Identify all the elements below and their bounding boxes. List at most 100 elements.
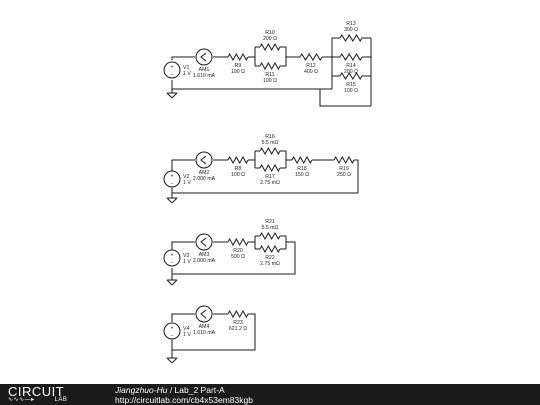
r8-value-label: 100 Ω — [231, 172, 245, 178]
r10-resistor — [259, 42, 281, 52]
r18-value-label: 150 Ω — [295, 172, 309, 178]
circuitlab-logo[interactable]: CIRCUIT — [8, 384, 65, 399]
v3-name-label: V3 — [183, 253, 189, 259]
ground-icon — [171, 279, 178, 286]
r19-name-label: R19 — [339, 166, 349, 172]
r23-value-label: 621.2 Ω — [229, 326, 247, 332]
r13-resistor — [339, 34, 363, 42]
v1-minus-icon: − — [170, 73, 173, 79]
r12-value-label: 400 Ω — [304, 69, 318, 75]
r20-value-label: 500 Ω — [231, 254, 245, 260]
r20-name-label: R20 — [233, 248, 243, 254]
ammeter-arrow-icon — [200, 52, 207, 62]
wire — [171, 159, 195, 171]
r17-name-label: R17 — [265, 174, 275, 180]
r23-resistor — [227, 309, 249, 319]
circuit-url[interactable]: http://circuitlab.com/cb4x53em83kgb — [115, 395, 253, 405]
am2-value-label: 2.000 mA — [193, 176, 216, 182]
wire — [172, 159, 359, 194]
v1-voltage-source — [163, 61, 181, 79]
ammeter-arrow-icon — [200, 237, 207, 247]
r11-name-label: R11 — [265, 72, 274, 78]
r21-resistor — [259, 231, 281, 241]
am4-name-label: AM4 — [199, 324, 210, 330]
am3-name-label: AM3 — [199, 252, 210, 258]
components: +−+−+−+− — [163, 34, 363, 364]
r11-value-label: 100 Ω — [263, 78, 277, 84]
ammeter-arrow-icon — [200, 309, 207, 319]
am1-ammeter — [195, 48, 213, 66]
ground-icon — [166, 279, 173, 286]
r21-name-label: R21 — [265, 219, 275, 225]
author-link[interactable]: Jiangzhuo-Hu — [115, 385, 168, 395]
wire — [172, 241, 296, 275]
r10-value-label: 200 Ω — [263, 36, 277, 42]
r16-name-label: R16 — [265, 134, 275, 140]
ammeter-arrow-icon — [200, 155, 207, 165]
r8-name-label: R8 — [235, 166, 242, 172]
r17-value-label: 2.75 mΩ — [260, 180, 280, 186]
v4-name-label: V4 — [183, 326, 189, 332]
v2-name-label: V2 — [183, 174, 189, 180]
r15-value-label: 100 Ω — [344, 88, 358, 94]
r16-value-label: 5.5 mΩ — [262, 140, 279, 146]
wire — [171, 313, 195, 322]
r18-resistor — [291, 155, 313, 165]
r19-resistor — [333, 155, 355, 165]
v2-voltage-source — [163, 170, 181, 188]
am2-ammeter — [195, 151, 213, 169]
logo-lab-text: LAB — [54, 397, 68, 403]
r14-resistor — [339, 53, 363, 61]
footer-bar: CIRCUIT ∿∿∿—▸ LAB Jiangzhuo-Hu / Lab_2 Pa… — [0, 384, 540, 405]
v2-value-label: 1 V — [183, 180, 191, 186]
am4-value-label: 1.610 mA — [193, 330, 216, 336]
r11-resistor — [259, 61, 281, 71]
r20-resistor — [227, 237, 249, 247]
am3-ammeter — [195, 233, 213, 251]
r9-name-label: R9 — [235, 63, 242, 69]
v4-plus-icon: + — [170, 326, 173, 332]
r10-name-label: R10 — [265, 30, 275, 36]
logo-wave-icon: ∿∿∿—▸ — [8, 397, 35, 403]
ground-icon — [171, 357, 178, 364]
v3-voltage-source — [163, 249, 181, 267]
r22-resistor — [259, 244, 281, 254]
wire — [171, 80, 332, 90]
r22-value-label: 2.75 mΩ — [260, 261, 280, 267]
ground-icon — [171, 92, 178, 99]
wire — [172, 313, 256, 351]
am2-name-label: AM2 — [199, 170, 210, 176]
r9-value-label: 100 Ω — [231, 69, 245, 75]
r12-name-label: R12 — [306, 63, 316, 69]
wires — [171, 37, 372, 358]
v3-minus-icon: − — [170, 261, 173, 267]
v2-plus-icon: + — [170, 174, 173, 180]
ground-icon — [171, 197, 178, 204]
r13-name-label: R13 — [346, 21, 356, 27]
v2-minus-icon: − — [170, 182, 173, 188]
v4-voltage-source — [163, 322, 181, 340]
r23-name-label: R23 — [233, 320, 243, 326]
v3-plus-icon: + — [170, 253, 173, 259]
r21-value-label: 5.5 mΩ — [262, 225, 279, 231]
v1-name-label: V1 — [183, 65, 189, 71]
ground-icon — [166, 197, 173, 204]
ground-icon — [166, 92, 173, 99]
v4-value-label: 1 V — [183, 332, 191, 338]
v3-value-label: 1 V — [183, 259, 191, 265]
r22-name-label: R22 — [265, 255, 275, 261]
circuit-title: Jiangzhuo-Hu / Lab_2 Part-A — [115, 385, 225, 395]
wire — [171, 56, 195, 60]
r14-name-label: R14 — [346, 63, 356, 69]
am1-name-label: AM1 — [199, 67, 210, 73]
ground-icon — [166, 357, 173, 364]
r19-value-label: 250 Ω — [337, 172, 351, 178]
r8-resistor — [227, 155, 249, 165]
am1-value-label: 1.610 mA — [193, 73, 216, 79]
r17-resistor — [259, 163, 281, 173]
r16-resistor — [259, 146, 281, 156]
r15-resistor — [339, 72, 363, 80]
am3-value-label: 2.000 mA — [193, 258, 216, 264]
